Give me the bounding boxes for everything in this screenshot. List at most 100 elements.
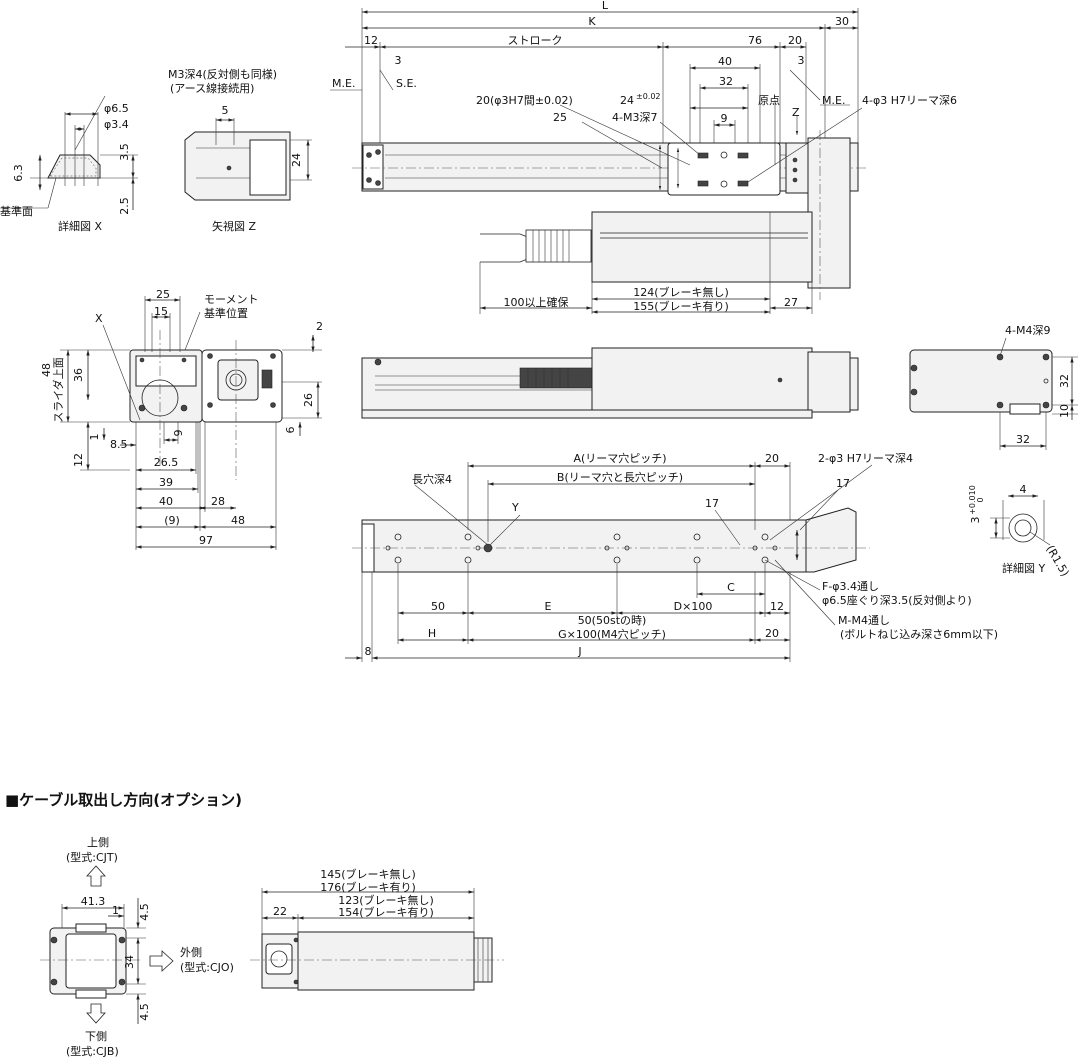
label-m4-depth: 4-M4深9	[1005, 324, 1050, 337]
dim-40: 40	[718, 55, 732, 68]
dim-25-front: 25	[156, 288, 170, 301]
middle-side-view	[361, 347, 859, 419]
label-x: X	[95, 312, 103, 325]
label-me-left: M.E.	[332, 77, 355, 90]
dim-155: 155(ブレーキ有り)	[633, 299, 729, 313]
label-outer-model: (型式:CJO)	[180, 960, 234, 974]
side-view: L K 30 12 ストローク 76 20 3 3 40 M.E. S.E. 3…	[330, 0, 957, 314]
label-z: Z	[792, 106, 800, 119]
cable-boot-ribs	[532, 230, 570, 262]
label-e: E	[545, 600, 552, 613]
mounting-holes	[385, 533, 778, 564]
title-detail-x: 詳細図 X	[58, 219, 102, 233]
tol-plus: +0.010	[968, 485, 977, 515]
middle-boot-ribs	[527, 368, 569, 388]
label-reamer: 4-φ3 H7リーマ深6	[862, 94, 957, 107]
dim-3-5: 3.5	[118, 143, 131, 161]
dim-176: 176(ブレーキ有り)	[320, 880, 416, 894]
bottom-view: A(リーマ穴ピッチ) 20 2-φ3 H7リーマ深4 B(リーマ穴と長穴ピッチ)…	[345, 451, 998, 662]
dim-24: 24	[620, 94, 634, 107]
arrow-down-icon	[86, 1003, 106, 1024]
label-a: A(リーマ穴ピッチ)	[573, 451, 666, 465]
dim-4-5-bottom: 4.5	[138, 1003, 151, 1021]
label-slider-top: スライダ上面	[51, 357, 65, 423]
dim-48-front: 48	[231, 514, 245, 527]
dim-20-bottom-right: 20	[765, 627, 779, 640]
dim-22: 22	[273, 905, 287, 918]
detail-x: M3深4(反対側も同様) (アース線接続用) φ6.5 φ3.4 6.3 3.5…	[0, 67, 277, 233]
label-moment-2: 基準位置	[204, 306, 248, 320]
label-b: B(リーマ穴と長穴ピッチ)	[557, 470, 683, 484]
dim-36: 36	[72, 368, 85, 382]
cable-option-section: ■ケーブル取出し方向(オプション) 上側 (型式:CJT) 41.3 1 4.5…	[5, 791, 504, 1058]
label-m3-note: M3深4(反対側も同様)	[168, 67, 277, 81]
dim-40-front: 40	[159, 495, 173, 508]
dim-32-end: 32	[1058, 374, 1071, 388]
label-reamer-2: 2-φ3 H7リーマ深4	[818, 452, 913, 465]
label-c: C	[727, 581, 735, 594]
dim-39: 39	[159, 476, 173, 489]
label-bolt: (ボルトねじ込み深さ6mm以下)	[840, 628, 998, 641]
end-view: 4-M4深9 32 10 32	[909, 324, 1078, 450]
label-counterbore: φ6.5座ぐり深3.5(反対側より)	[822, 593, 972, 607]
dim-1-front: 1	[88, 434, 101, 441]
tol-zero: 0	[976, 497, 985, 502]
dim-1-cable: 1	[112, 904, 119, 917]
dim-15-front: 15	[154, 305, 168, 318]
label-r15: (R1.5)	[1043, 543, 1071, 579]
dim-17-mid: 17	[705, 497, 719, 510]
dim-3-right: 3	[798, 54, 805, 67]
dim-9-front: 9	[172, 430, 185, 437]
title-detail-y: 詳細図 Y	[1002, 561, 1045, 575]
dim-4-y: 4	[1020, 483, 1027, 496]
label-m: M-M4通し	[838, 614, 890, 627]
dim-phi34: φ3.4	[104, 118, 129, 131]
dim-9-paren: (9)	[164, 514, 180, 527]
dim-phi65: φ6.5	[104, 102, 129, 115]
label-outer-side: 外側	[180, 946, 202, 959]
dim-25: 25	[553, 111, 567, 124]
label-y: Y	[511, 501, 519, 514]
label-moment-1: モーメント	[204, 293, 259, 306]
label-pin-pitch: 20(φ3H7間±0.02)	[476, 94, 573, 107]
dim-2-front: 2	[316, 320, 323, 333]
detail-y: +0.010 0 3 4 (R1.5) 詳細図 Y	[968, 483, 1072, 579]
label-50st: 50(50stの時)	[578, 614, 647, 627]
label-f: F-φ3.4通し	[822, 580, 879, 593]
label-se: S.E.	[396, 77, 417, 90]
dim-24-z: 24	[290, 153, 303, 167]
dim-4-5-top: 4.5	[138, 903, 151, 921]
label-bottom-side: 下側	[85, 1030, 107, 1043]
dim-20-bottom: 20	[765, 452, 779, 465]
arrow-up-icon	[86, 865, 106, 887]
label-m3-holes: 4-M3深7	[612, 111, 657, 124]
label-j: J	[577, 645, 581, 658]
label-me-right: M.E.	[822, 94, 845, 107]
dim-27: 27	[784, 296, 798, 309]
dim-34: 34	[123, 955, 136, 969]
dim-8-5: 8.5	[110, 438, 128, 451]
label-m3-note2: (アース線接続用)	[170, 81, 254, 95]
dim-28: 28	[211, 495, 225, 508]
dim-24-tolerance: ±0.02	[636, 92, 661, 101]
label-top-side: 上側	[87, 836, 109, 849]
label-dx100: D×100	[674, 600, 713, 613]
label-h: H	[428, 627, 436, 640]
dim-32: 32	[719, 75, 733, 88]
dim-3-y: 3	[969, 517, 982, 524]
dim-32-end-bottom: 32	[1016, 433, 1030, 446]
dim-124: 124(ブレーキ無し)	[633, 285, 729, 299]
label-base-surface: 基準面	[0, 204, 33, 218]
dim-9: 9	[721, 112, 728, 125]
front-view: 25 15 モーメント 基準位置 X 2 36 48 スライダ上面 26 1 8…	[40, 288, 323, 550]
label-top-model: (型式:CJT)	[66, 850, 118, 864]
dim-26-front: 26	[302, 393, 315, 407]
dim-76: 76	[748, 34, 762, 47]
dim-48: 48	[40, 363, 53, 377]
dim-17-right: 17	[836, 477, 850, 490]
dim-cable-min: 100以上確保	[504, 295, 569, 309]
label-slot: 長穴深4	[412, 472, 452, 486]
section-heading: ■ケーブル取出し方向(オプション)	[5, 791, 242, 809]
